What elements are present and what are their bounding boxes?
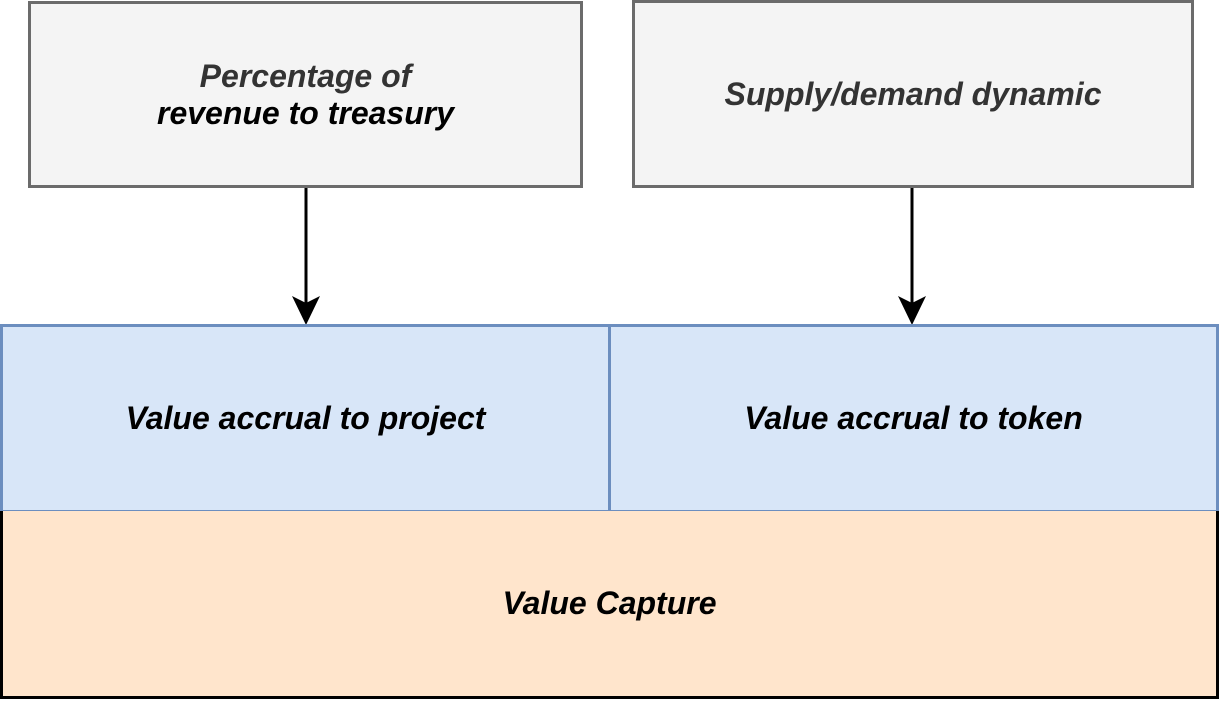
label-line-1: Percentage of <box>199 57 412 94</box>
arrowhead-icon <box>898 296 926 325</box>
label-line-2: revenue to treasury <box>156 94 454 131</box>
value-capture-label: Value Capture <box>502 585 717 621</box>
arrow-supply-to-token <box>898 188 926 325</box>
supply-demand-label: Supply/demand dynamic <box>724 75 1102 112</box>
value-accrual-token-box: Value accrual to token <box>608 324 1219 513</box>
value-accrual-project-label: Value accrual to project <box>125 400 486 436</box>
value-capture-box: Value Capture <box>0 511 1219 699</box>
revenue-to-treasury-box: Percentage of revenue to treasury <box>28 1 583 188</box>
value-accrual-project-box: Value accrual to project <box>0 324 611 513</box>
arrow-revenue-to-project <box>292 188 320 325</box>
arrowhead-icon <box>292 296 320 325</box>
revenue-to-treasury-label: Percentage of revenue to treasury <box>157 58 454 132</box>
value-accrual-token-label: Value accrual to token <box>744 400 1083 436</box>
supply-demand-box: Supply/demand dynamic <box>632 0 1194 188</box>
